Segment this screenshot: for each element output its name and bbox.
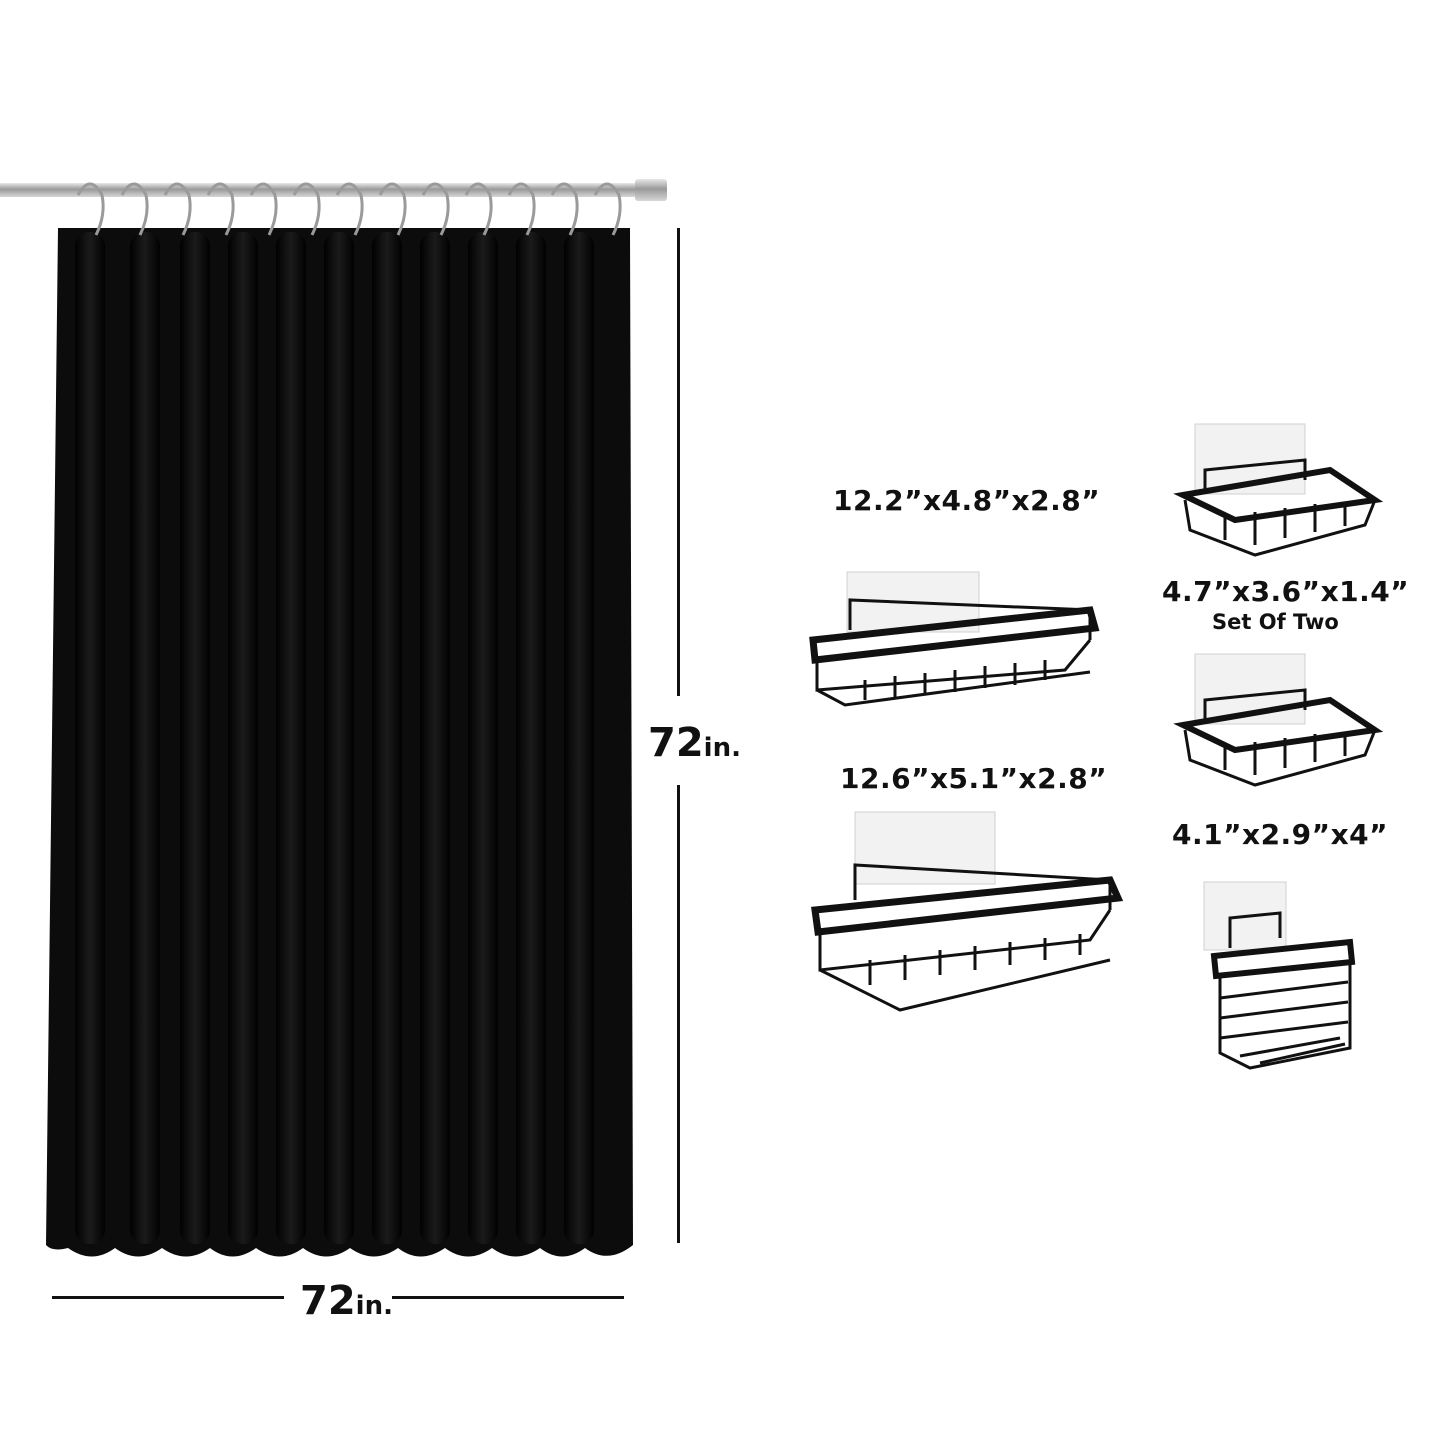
height-label: 72in. xyxy=(648,720,741,766)
height-dimension-line-top xyxy=(677,228,680,696)
width-unit: in. xyxy=(355,1291,393,1321)
height-dimension-line-bottom xyxy=(677,785,680,1243)
product-3-dims: 4.7”x3.6”x1.4” xyxy=(1162,575,1410,608)
height-unit: in. xyxy=(703,733,741,763)
height-value: 72 xyxy=(648,720,704,766)
width-value: 72 xyxy=(300,1278,356,1324)
product-3-note: Set Of Two xyxy=(1212,610,1339,634)
width-dimension-line-left xyxy=(52,1296,284,1299)
width-label: 72in. xyxy=(300,1278,393,1324)
soap-dish-1 xyxy=(1173,423,1384,557)
large-shower-basket-1 xyxy=(809,571,1100,707)
width-dimension-line-right xyxy=(392,1296,624,1299)
soap-dish-2 xyxy=(1173,653,1384,787)
large-shower-basket-2 xyxy=(811,811,1124,1012)
product-1-dims: 12.2”x4.8”x2.8” xyxy=(833,484,1101,517)
product-4-dims: 4.1”x2.9”x4” xyxy=(1172,818,1389,851)
product-2-dims: 12.6”x5.1”x2.8” xyxy=(840,762,1108,795)
toothbrush-holder-basket xyxy=(1203,881,1356,1070)
